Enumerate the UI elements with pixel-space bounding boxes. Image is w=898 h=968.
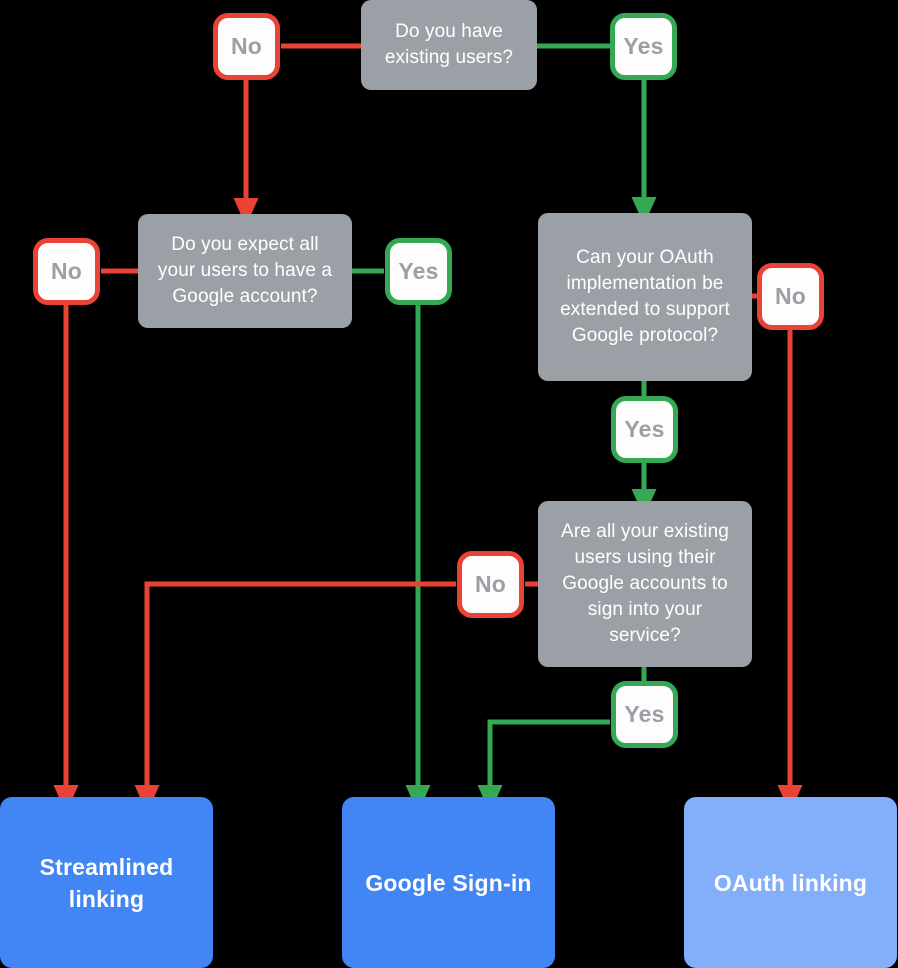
edge-no-to-streamlined-2 xyxy=(134,581,456,813)
badge-no-oauth-extendable: No xyxy=(757,263,824,330)
badge-yes-existing-users: Yes xyxy=(610,13,677,80)
badge-no-existing-google-accounts: No xyxy=(457,551,524,618)
question-node-existing-google-accounts: Are all your existing users using their … xyxy=(538,501,752,667)
outcome-oauth-linking: OAuth linking xyxy=(684,797,897,968)
badge-no-google-account: No xyxy=(33,238,100,305)
badge-yes-existing-google-accounts: Yes xyxy=(611,681,678,748)
badge-yes-google-account: Yes xyxy=(385,238,452,305)
outcome-streamlined-linking: Streamlined linking xyxy=(0,797,213,968)
badge-no-existing-users: No xyxy=(213,13,280,80)
question-node-google-account: Do you expect all your users to have a G… xyxy=(138,214,352,328)
outcome-google-sign-in: Google Sign-in xyxy=(342,797,555,968)
badge-yes-oauth-extendable: Yes xyxy=(611,396,678,463)
question-node-oauth-extendable: Can your OAuth implementation be extende… xyxy=(538,213,752,381)
edge-yes-to-googlesignin-2 xyxy=(477,719,610,813)
question-node-existing-users: Do you have existing users? xyxy=(361,0,537,90)
